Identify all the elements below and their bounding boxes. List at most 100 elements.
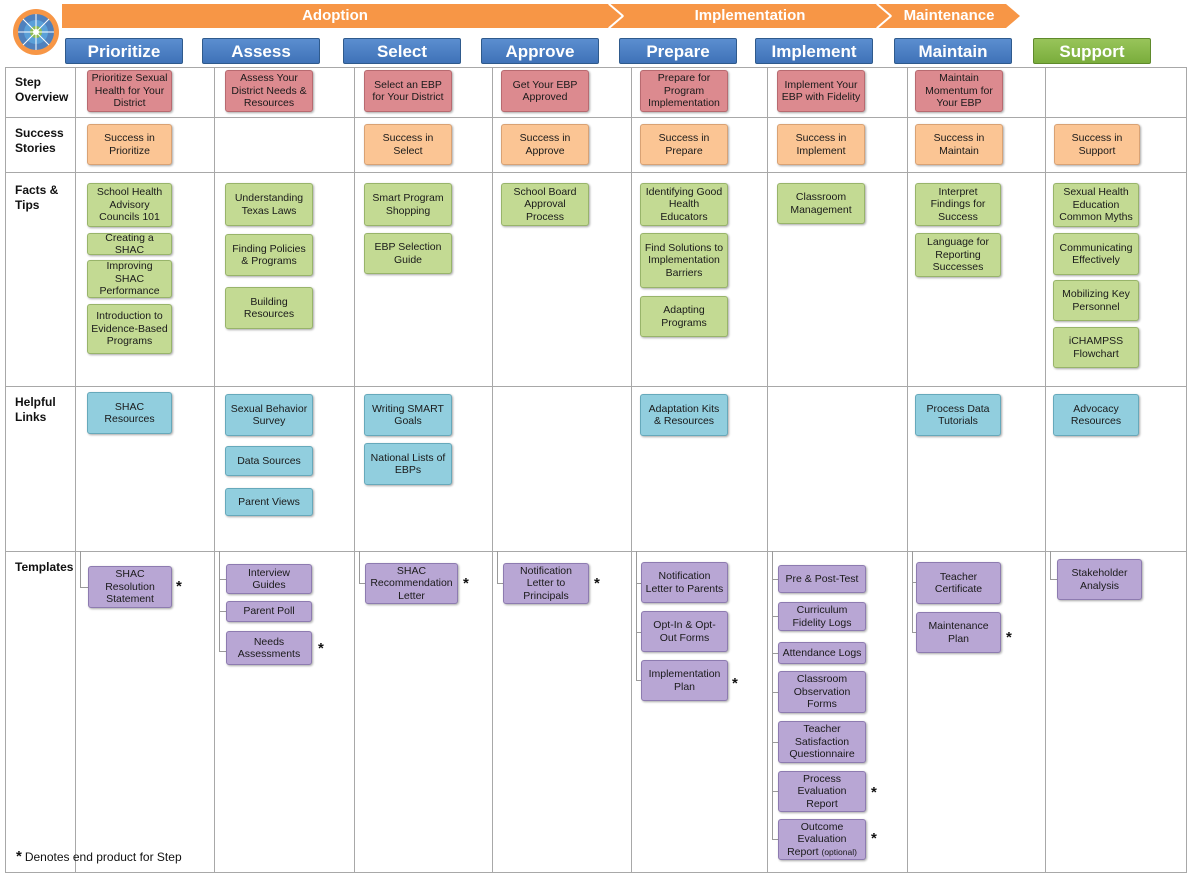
overview-prioritize[interactable]: Prioritize Sexual Health for Your Distri… xyxy=(87,70,172,112)
template-maintain-item[interactable]: Teacher Certificate xyxy=(916,562,1001,604)
template-approve-item[interactable]: Notification Letter to Principals xyxy=(503,563,589,604)
links-maintain-item[interactable]: Process Data Tutorials xyxy=(915,394,1001,436)
end-product-star: * xyxy=(1006,629,1012,646)
end-product-star: * xyxy=(594,575,600,592)
facts-maintain-item[interactable]: Interpret Findings for Success xyxy=(915,183,1001,226)
facts-prioritize-item[interactable]: School Health Advisory Councils 101 xyxy=(87,183,172,227)
connector-line xyxy=(636,551,637,681)
template-prioritize-item[interactable]: SHAC Resolution Statement xyxy=(88,566,172,608)
phase-arrow-maintenance xyxy=(878,4,1020,28)
links-support-item[interactable]: Advocacy Resources xyxy=(1053,394,1139,436)
facts-prioritize-item[interactable]: Introduction to Evidence-Based Programs xyxy=(87,304,172,354)
column-divider xyxy=(1045,67,1046,873)
phase-label-implementation: Implementation xyxy=(694,7,806,24)
step-approve[interactable]: Approve xyxy=(481,38,599,64)
template-prepare-item[interactable]: Notification Letter to Parents xyxy=(641,562,728,603)
overview-maintain[interactable]: Maintain Momentum for Your EBP xyxy=(915,70,1003,112)
step-prepare[interactable]: Prepare xyxy=(619,38,737,64)
template-assess-item[interactable]: Needs Assessments xyxy=(226,631,312,665)
links-assess-item[interactable]: Parent Views xyxy=(225,488,313,516)
overview-approve[interactable]: Get Your EBP Approved xyxy=(501,70,589,112)
facts-select-item[interactable]: Smart Program Shopping xyxy=(364,183,452,226)
template-implement-item[interactable]: Teacher Satisfaction Questionnaire xyxy=(778,721,866,763)
template-support-item[interactable]: Stakeholder Analysis xyxy=(1057,559,1142,600)
connector-line xyxy=(912,551,913,633)
links-select-item[interactable]: National Lists of EBPs xyxy=(364,443,452,485)
step-prioritize[interactable]: Prioritize xyxy=(65,38,183,64)
overview-select[interactable]: Select an EBP for Your District xyxy=(364,70,452,112)
template-prepare-item[interactable]: Opt-In & Opt-Out Forms xyxy=(641,611,728,652)
connector-line xyxy=(636,632,641,633)
facts-support-item[interactable]: iCHAMPSS Flowchart xyxy=(1053,327,1139,368)
facts-prepare-item[interactable]: Adapting Programs xyxy=(640,296,728,337)
facts-prioritize-item[interactable]: Creating a SHAC xyxy=(87,232,172,256)
connector-line xyxy=(772,742,778,743)
facts-assess-item[interactable]: Building Resources xyxy=(225,287,313,329)
footnote: *Denotes end product for Step xyxy=(16,848,182,865)
outcome-report-word: Report xyxy=(787,845,819,858)
success-support[interactable]: Success in Support xyxy=(1054,124,1140,165)
links-prioritize-item[interactable]: SHAC Resources xyxy=(87,392,172,434)
connector-line xyxy=(772,692,778,693)
connector-line xyxy=(1050,551,1051,580)
template-implement-item[interactable]: Pre & Post-Test xyxy=(778,565,866,593)
step-assess[interactable]: Assess xyxy=(202,38,320,64)
facts-support-item[interactable]: Sexual Health Education Common Myths xyxy=(1053,183,1139,227)
facts-implement-item[interactable]: Classroom Management xyxy=(777,183,865,224)
success-implement[interactable]: Success in Implement xyxy=(777,124,865,165)
template-implement-item[interactable]: Process Evaluation Report xyxy=(778,771,866,812)
connector-line xyxy=(219,551,220,652)
facts-prioritize-item[interactable]: Improving SHAC Performance xyxy=(87,260,172,298)
links-prepare-item[interactable]: Adaptation Kits & Resources xyxy=(640,394,728,436)
connector-line xyxy=(772,551,773,840)
success-prepare[interactable]: Success in Prepare xyxy=(640,124,728,165)
template-implement-item[interactable]: Classroom Observation Forms xyxy=(778,671,866,713)
end-product-star: * xyxy=(463,575,469,592)
connector-line xyxy=(772,653,778,654)
links-assess-item[interactable]: Sexual Behavior Survey xyxy=(225,394,313,436)
overview-assess[interactable]: Assess Your District Needs & Resources xyxy=(225,70,313,112)
phase-label-adoption: Adoption xyxy=(302,7,368,24)
template-implement-item[interactable]: Attendance Logs xyxy=(778,642,866,664)
connector-line xyxy=(1050,579,1057,580)
step-support[interactable]: Support xyxy=(1033,38,1151,64)
connector-line xyxy=(636,583,641,584)
template-prepare-item[interactable]: Implementation Plan xyxy=(641,660,728,701)
end-product-star: * xyxy=(871,830,877,847)
success-select[interactable]: Success in Select xyxy=(364,124,452,165)
success-maintain[interactable]: Success in Maintain xyxy=(915,124,1003,165)
facts-prepare-item[interactable]: Identifying Good Health Educators xyxy=(640,183,728,226)
success-prioritize[interactable]: Success in Prioritize xyxy=(87,124,172,165)
links-select-item[interactable]: Writing SMART Goals xyxy=(364,394,452,436)
matrix-grid xyxy=(5,67,1187,873)
facts-support-item[interactable]: Communicating Effectively xyxy=(1053,233,1139,275)
connector-line xyxy=(359,551,360,584)
facts-maintain-item[interactable]: Language for Reporting Successes xyxy=(915,233,1001,277)
connector-line xyxy=(219,579,226,580)
facts-select-item[interactable]: EBP Selection Guide xyxy=(364,233,452,274)
connector-line xyxy=(497,551,498,584)
facts-support-item[interactable]: Mobilizing Key Personnel xyxy=(1053,280,1139,321)
template-maintain-item[interactable]: Maintenance Plan xyxy=(916,612,1001,653)
connector-line xyxy=(636,680,641,681)
connector-line xyxy=(912,632,916,633)
step-implement[interactable]: Implement xyxy=(755,38,873,64)
template-implement-outcome-report[interactable]: Outcome Evaluation Report (optional) xyxy=(778,819,866,860)
step-select[interactable]: Select xyxy=(343,38,461,64)
overview-implement[interactable]: Implement Your EBP with Fidelity xyxy=(777,70,865,112)
success-approve[interactable]: Success in Approve xyxy=(501,124,589,165)
template-implement-item[interactable]: Curriculum Fidelity Logs xyxy=(778,602,866,631)
template-assess-item[interactable]: Interview Guides xyxy=(226,564,312,594)
overview-prepare[interactable]: Prepare for Program Implementation xyxy=(640,70,728,112)
facts-approve-item[interactable]: School Board Approval Process xyxy=(501,183,589,226)
template-assess-item[interactable]: Parent Poll xyxy=(226,601,312,622)
facts-assess-item[interactable]: Finding Policies & Programs xyxy=(225,234,313,276)
facts-prepare-item[interactable]: Find Solutions to Implementation Barrier… xyxy=(640,233,728,288)
template-select-item[interactable]: SHAC Recommendation Letter xyxy=(365,563,458,604)
facts-assess-item[interactable]: Understanding Texas Laws xyxy=(225,183,313,226)
connector-line xyxy=(772,791,778,792)
links-assess-item[interactable]: Data Sources xyxy=(225,446,313,476)
end-product-star: * xyxy=(176,578,182,595)
row-label-helpful-links: Helpful Links xyxy=(15,395,56,424)
step-maintain[interactable]: Maintain xyxy=(894,38,1012,64)
